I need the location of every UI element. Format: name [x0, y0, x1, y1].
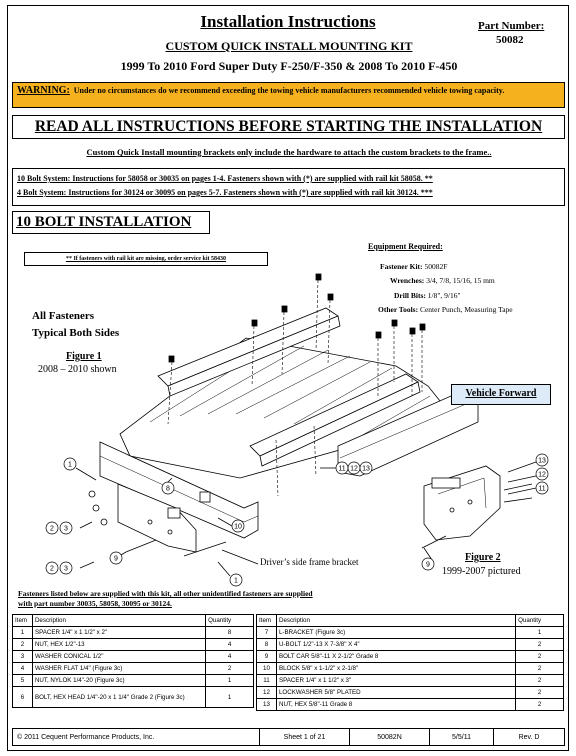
equipment-heading: Equipment Required:	[368, 242, 443, 251]
figure-1-subtitle: 2008 – 2010 shown	[38, 364, 117, 375]
callout-13b: 13	[538, 458, 546, 465]
equipment-row-fastener-kit: Fastener Kit: 50082F	[380, 262, 448, 271]
kit-subtitle: CUSTOM QUICK INSTALL MOUNTING KIT	[165, 39, 413, 53]
callout-13: 13	[362, 466, 370, 473]
callout-11b: 11	[538, 486, 545, 493]
page-footer: © 2011 Cequent Performance Products, Inc…	[12, 728, 565, 746]
callout-2: 2	[50, 526, 54, 533]
callout-12b: 12	[538, 472, 546, 479]
figure-1-title: Figure 1	[66, 351, 102, 362]
callout-10: 10	[234, 524, 242, 531]
driver-side-bracket-label: Driver’s side frame bracket	[260, 557, 359, 567]
missing-fasteners-note: ** If fasteners with rail kit are missin…	[24, 252, 268, 266]
instruction-page: Installation Instructions Part Number: 5…	[7, 5, 569, 751]
vehicle-forward-label: Vehicle Forward	[451, 384, 551, 405]
table-header-row: Item Description Quantity	[12, 614, 254, 627]
equipment-row-drill-bits: Drill Bits: 1/8", 9/16"	[394, 291, 461, 300]
vehicle-applicability: 1999 To 2010 Ford Super Duty F-250/F-350…	[120, 59, 458, 73]
footer-copyright: © 2011 Cequent Performance Products, Inc…	[17, 733, 155, 741]
fastener-supply-note: Fasteners listed below are supplied with…	[18, 589, 313, 608]
part-number-label: Part Number:	[478, 20, 545, 32]
callout-9b: 9	[426, 562, 430, 569]
footer-date: 5/5/11	[429, 729, 493, 745]
callout-1b: 1	[234, 578, 238, 585]
callout-12: 12	[350, 466, 358, 473]
all-fasteners-note: All Fasteners Typical Both Sides	[32, 310, 120, 339]
footer-revision: Rev. D	[493, 729, 564, 745]
equipment-row-wrenches: Wrenches: 3/4, 7/8, 15/16, 15 mm	[390, 276, 495, 285]
read-all-banner: READ ALL INSTRUCTIONS BEFORE STARTING TH…	[12, 115, 565, 139]
custom-bracket-note: Custom Quick Install mounting brackets o…	[86, 147, 492, 157]
page-title: Installation Instructions	[200, 12, 376, 31]
footer-sheet: Sheet 1 of 21	[259, 729, 349, 745]
callout-9: 9	[114, 556, 118, 563]
installation-diagram: 1 2 3 2 3 9 1 10 8 11 12 13 9 13 12 11	[45, 273, 549, 587]
warning-label: WARNING:	[17, 85, 70, 96]
callout-3: 3	[64, 526, 68, 533]
footer-doc-number: 50082N	[349, 729, 429, 745]
ten-bolt-system-line: 10 Bolt System: Instructions for 58058 o…	[17, 174, 433, 183]
callout-2b: 2	[50, 566, 54, 573]
four-bolt-system-line: 4 Bolt System: Instructions for 30124 or…	[17, 188, 433, 197]
bolt-system-box: 10 Bolt System: Instructions for 58058 o…	[12, 168, 565, 206]
part-number: 50082	[496, 34, 524, 46]
section-title: 10 BOLT INSTALLATION	[12, 211, 210, 234]
figure-2-title: Figure 2	[465, 552, 501, 563]
equipment-row-other-tools: Other Tools: Center Punch, Measuring Tap…	[378, 305, 513, 314]
callout-11: 11	[338, 466, 345, 473]
callout-8: 8	[166, 486, 170, 493]
callout-3b: 3	[64, 566, 68, 573]
callout-1: 1	[68, 462, 72, 469]
warning-banner: WARNING:Under no circumstances do we rec…	[12, 82, 565, 108]
table-header-row: Item Description Quantity	[256, 614, 564, 627]
warning-text: Under no circumstances do we recommend e…	[73, 86, 505, 95]
figure-2-subtitle: 1999-2007 pictured	[442, 566, 521, 577]
